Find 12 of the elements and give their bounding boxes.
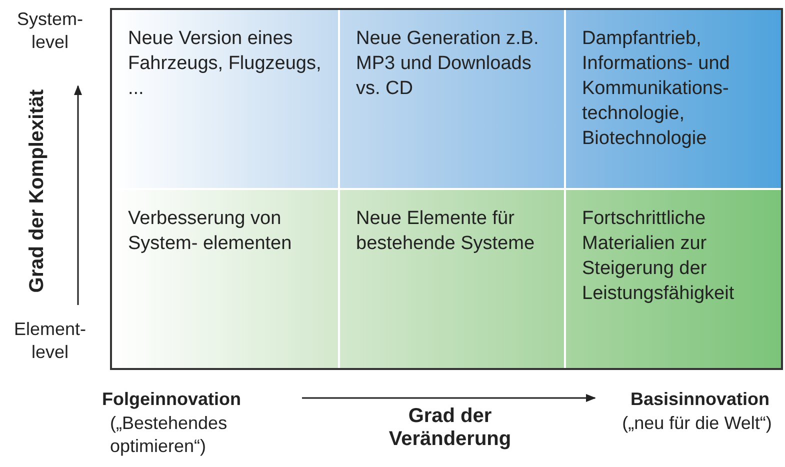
matrix-cell: Neue Elemente für bestehende Systeme [340, 190, 564, 368]
axis-title: Grad der Veränderung [388, 405, 512, 451]
matrix-cell: Dampfantrieb, Informations- und Kommunikations- technologie, Biotechnologie [566, 10, 781, 188]
axis-label: System- level [16, 8, 84, 54]
axis-title: Grad der Komplexität [25, 88, 49, 295]
axis-label: Element- level [12, 318, 88, 364]
axis-label: Basisinnovation [629, 388, 771, 411]
axis-note: („Bestehendes optimieren“) [110, 412, 228, 458]
matrix-cell: Fortschrittliche Materialien zur Steigerung der Leistungsfähigkeit [566, 190, 781, 368]
axis-note: („neu für die Welt“) [621, 412, 773, 435]
axis-label: Folgeinnovation [102, 388, 242, 411]
matrix-cell: Neue Generation z.B. MP3 und Downloads vs. CD [340, 10, 564, 188]
